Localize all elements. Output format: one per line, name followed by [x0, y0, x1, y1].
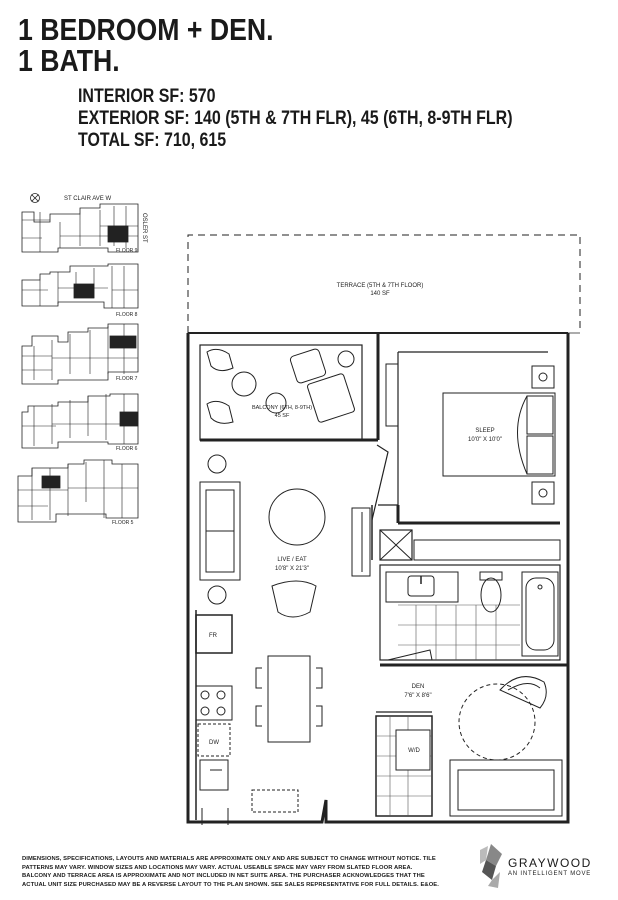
north-arrow-icon — [30, 193, 40, 203]
brand-tagline: AN INTELLIGENT MOVE — [508, 871, 592, 877]
sleep-dim: 10'0" X 10'0" — [468, 437, 502, 443]
street-label-side: OSLER ST — [141, 213, 147, 243]
keyplan-floor-7: FLOOR 7 — [21, 323, 139, 385]
bed — [442, 365, 556, 505]
den-dim: 7'6" X 8'6" — [404, 693, 431, 699]
sleep-label: SLEEP — [475, 428, 494, 434]
dining-table — [255, 655, 323, 743]
washer-dryer-label: W/D — [408, 748, 420, 754]
keyplan-floor-8: FLOOR 8 — [21, 263, 139, 318]
den-label: DEN — [412, 684, 425, 690]
terrace-area: 140 SF — [370, 291, 390, 297]
street-label-top: ST CLAIR AVE W — [64, 196, 111, 202]
exterior-sf: EXTERIOR SF: 140 (5TH & 7TH FLR), 45 (6T… — [78, 108, 513, 129]
live-eat-label: LIVE / EAT — [277, 557, 307, 563]
floor-9-label: FLOOR 9 — [116, 248, 138, 254]
area-stats: INTERIOR SF: 570 EXTERIOR SF: 140 (5TH &… — [78, 86, 513, 152]
floor-7-label: FLOOR 7 — [116, 376, 138, 382]
unit-type: 1 BEDROOM + DEN. — [18, 12, 274, 47]
total-sf: TOTAL SF: 710, 615 — [78, 130, 227, 151]
fridge-label: FR — [209, 633, 218, 639]
disclaimer-text: DIMENSIONS, SPECIFICATIONS, LAYOUTS AND … — [22, 856, 439, 888]
kitchen — [195, 610, 299, 825]
dishwasher-label: DW — [209, 740, 219, 746]
keyplan-floor-6: FLOOR 6 — [21, 393, 139, 452]
key-plan: ST CLAIR AVE W OSLER ST FLOOR 9 FLOOR 8 … — [17, 193, 147, 526]
laundry — [375, 711, 433, 817]
suite-plan: TERRACE (5TH & 7TH FLOOR) 140 SF BALCONY… — [186, 234, 581, 825]
terrace-outline — [187, 234, 581, 333]
living-furniture — [199, 454, 326, 618]
exterior-wall — [186, 333, 570, 824]
floor-5-label: FLOOR 5 — [112, 520, 134, 526]
keyplan-floor-5: FLOOR 5 — [17, 459, 139, 526]
den-furniture — [449, 676, 563, 817]
keyplan-floor-9: FLOOR 9 — [21, 203, 139, 254]
brand-name: GRAYWOOD — [508, 856, 592, 870]
bathroom — [379, 564, 561, 661]
unit-bath: 1 BATH. — [18, 43, 120, 78]
balcony-furniture — [206, 348, 355, 424]
balcony-area: 45 SF — [275, 413, 290, 419]
floor-6-label: FLOOR 6 — [116, 446, 138, 452]
interior-sf: INTERIOR SF: 570 — [78, 86, 216, 107]
terrace-label: TERRACE (5TH & 7TH FLOOR) — [337, 283, 424, 289]
balcony-label: BALCONY (6TH, 8-9TH) — [252, 405, 312, 411]
live-eat-dim: 10'8" X 21'3" — [275, 566, 309, 572]
floor-8-label: FLOOR 8 — [116, 312, 138, 318]
unit-title: 1 BEDROOM + DEN. 1 BATH. — [18, 14, 274, 76]
graywood-logo-icon — [480, 844, 502, 888]
